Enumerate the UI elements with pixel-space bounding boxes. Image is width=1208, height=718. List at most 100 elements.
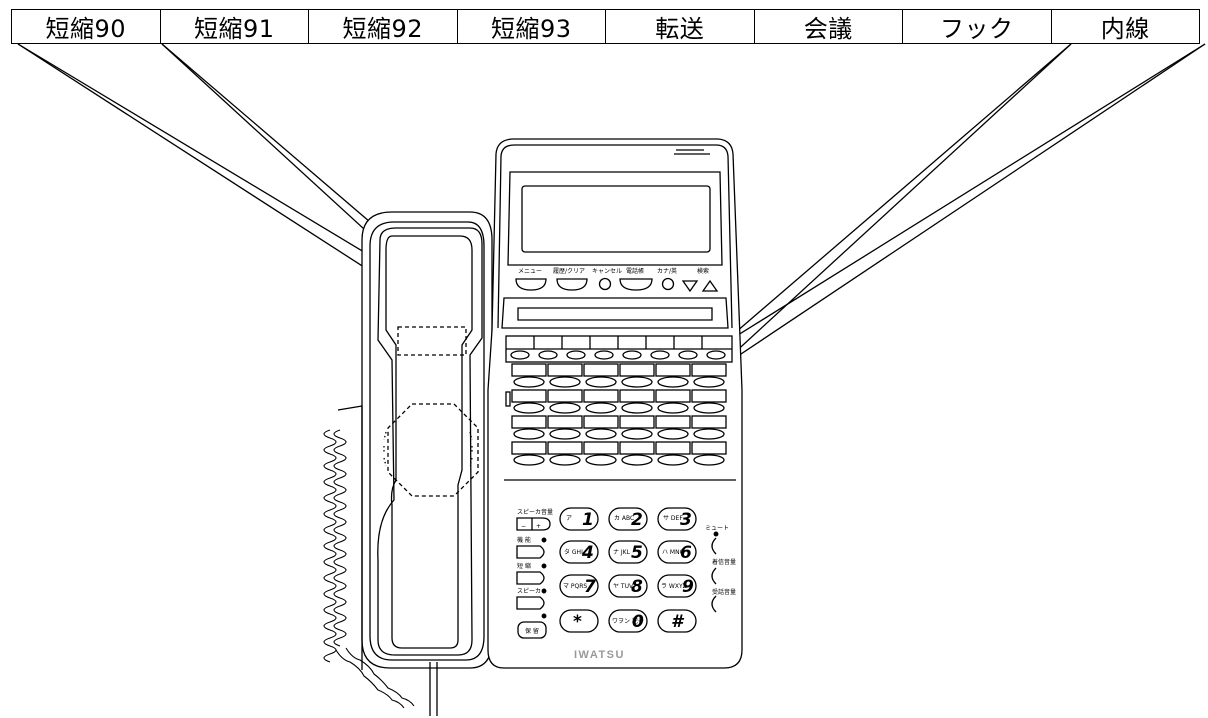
soft-key-label-cancel: キャンセル xyxy=(592,268,622,275)
dial-sub-9: ラ WXYZ xyxy=(661,583,687,590)
search-up-key[interactable] xyxy=(701,279,719,292)
dial-num-hash: # xyxy=(671,612,685,632)
label-speed-dial-93: 短縮93 xyxy=(458,10,606,43)
dial-num-9: 9 xyxy=(682,577,694,597)
brand-logo: IWATSU xyxy=(574,649,625,661)
dial-sub-0: ワヲン 記号 xyxy=(612,617,644,625)
label-conference: 会議 xyxy=(755,10,903,43)
dial-key-4[interactable] xyxy=(559,540,599,564)
dial-num-4: 4 xyxy=(581,543,594,563)
flex-row-3 xyxy=(511,415,727,440)
right-function-buttons xyxy=(711,531,719,613)
kana-key[interactable] xyxy=(661,277,675,291)
dial-sub-6: ハ MNO xyxy=(662,549,685,556)
label-hook: フック xyxy=(903,10,1052,43)
dial-key-3[interactable] xyxy=(657,507,697,531)
dial-key-5[interactable] xyxy=(608,540,648,564)
dial-key-labels: ア 1 カ ABC 2 サ DEF 3 タ GHI 4 ナ JKL 5 ハ MN… xyxy=(563,510,694,632)
function-key-2[interactable] xyxy=(538,350,558,360)
dial-key-8[interactable] xyxy=(608,574,648,598)
label-speaker-volume: スピーカ音量 xyxy=(517,508,553,516)
dial-num-6: 6 xyxy=(680,543,692,563)
dial-num-7: 7 xyxy=(584,577,596,597)
hold-button[interactable] xyxy=(517,621,547,639)
history-clear-key[interactable] xyxy=(556,278,588,291)
cancel-key[interactable] xyxy=(598,277,612,291)
soft-key-label-kana: カナ/英 xyxy=(657,267,677,275)
dial-num-0: 0 xyxy=(632,612,644,632)
dial-sub-5: ナ JKL xyxy=(613,549,631,556)
dial-num-3: 3 xyxy=(680,510,692,530)
dial-sub-8: ヤ TUV xyxy=(613,583,634,590)
speaker-button[interactable] xyxy=(516,596,545,610)
label-handset-volume: 受話音量 xyxy=(712,588,736,596)
search-down-key[interactable] xyxy=(681,280,699,293)
speed-dial-button[interactable] xyxy=(516,571,545,585)
label-speed-dial: 短 縮 xyxy=(517,562,531,570)
dial-sub-3: サ DEF xyxy=(663,515,683,522)
phone-body xyxy=(487,138,743,669)
phonebook-key[interactable] xyxy=(619,278,653,291)
right-key-labels: ミュート 着信音量 受話音量 xyxy=(705,525,736,596)
function-key-8[interactable] xyxy=(706,350,726,360)
speaker-volume-key[interactable] xyxy=(516,517,551,531)
flex-row-1 xyxy=(511,363,727,388)
dial-key-star[interactable] xyxy=(559,609,599,633)
handset-volume-button[interactable] xyxy=(711,595,717,613)
display-key-labels: メニュー 履歴/クリア キャンセル 電話帳 カナ/英 検索 xyxy=(518,267,709,275)
dial-sub-7: マ PQRS xyxy=(563,583,587,590)
label-extension: 内線 xyxy=(1100,15,1150,43)
coiled-cord xyxy=(323,405,438,716)
function-key-5[interactable] xyxy=(622,350,642,360)
soft-key-label-phonebook: 電話帳 xyxy=(626,267,644,275)
dial-keypad xyxy=(559,507,697,633)
function-key-6[interactable] xyxy=(650,350,670,360)
menu-key[interactable] xyxy=(515,278,547,291)
label-speed-dial-91: 短縮91 xyxy=(161,10,309,43)
flexible-key-grid xyxy=(505,363,727,466)
function-key-1[interactable] xyxy=(510,350,530,360)
volume-plus-symbol: + xyxy=(536,523,541,530)
dial-key-1[interactable] xyxy=(559,507,599,531)
flex-row-4 xyxy=(511,441,727,466)
function-key-row xyxy=(505,335,733,363)
handset xyxy=(377,227,483,656)
dial-key-6[interactable] xyxy=(657,540,697,564)
dial-key-2[interactable] xyxy=(608,507,648,531)
label-transfer: 転送 xyxy=(606,10,755,43)
label-speed-dial-90: 短縮90 xyxy=(12,10,161,43)
dial-key-hash[interactable] xyxy=(657,609,697,633)
side-indicator xyxy=(505,391,511,407)
dial-sub-2: カ ABC xyxy=(614,515,634,522)
dial-key-7[interactable] xyxy=(559,574,599,598)
soft-key-label-history: 履歴/クリア xyxy=(553,268,585,275)
flex-row-2 xyxy=(511,389,727,414)
dial-num-1: 1 xyxy=(582,510,594,530)
soft-key-row xyxy=(515,277,719,293)
soft-key-label-search: 検索 xyxy=(697,267,709,275)
volume-minus-symbol: − xyxy=(521,523,526,530)
label-speed-dial-92: 短縮92 xyxy=(309,10,458,43)
dial-key-0[interactable] xyxy=(608,609,648,633)
label-function: 機 能 xyxy=(517,536,531,544)
dial-sub-4: タ GHI xyxy=(564,548,583,556)
function-key-3[interactable] xyxy=(566,350,586,360)
function-key-label-bar: 短縮90 短縮91 短縮92 短縮93 転送 会議 フック 内線 xyxy=(11,9,1200,44)
label-hold: 保 留 xyxy=(525,627,539,635)
soft-key-label-menu: メニュー xyxy=(518,268,542,275)
dial-num-8: 8 xyxy=(631,577,643,597)
left-key-labels: スピーカ音量 − + 機 能 短 縮 スピーカ 保 留 xyxy=(517,508,553,635)
mute-button[interactable] xyxy=(711,537,717,555)
dial-sub-1: ア xyxy=(566,515,572,522)
ringer-volume-button[interactable] xyxy=(711,567,717,585)
function-key-7[interactable] xyxy=(678,350,698,360)
dial-num-star: * xyxy=(573,612,582,632)
dial-key-9[interactable] xyxy=(657,574,697,598)
dial-num-2: 2 xyxy=(631,510,643,530)
dial-num-5: 5 xyxy=(631,543,643,563)
label-speaker: スピーカ xyxy=(517,588,541,595)
label-ringer-volume: 着信音量 xyxy=(712,558,736,566)
function-key-4[interactable] xyxy=(594,350,614,360)
function-button[interactable] xyxy=(516,545,545,559)
